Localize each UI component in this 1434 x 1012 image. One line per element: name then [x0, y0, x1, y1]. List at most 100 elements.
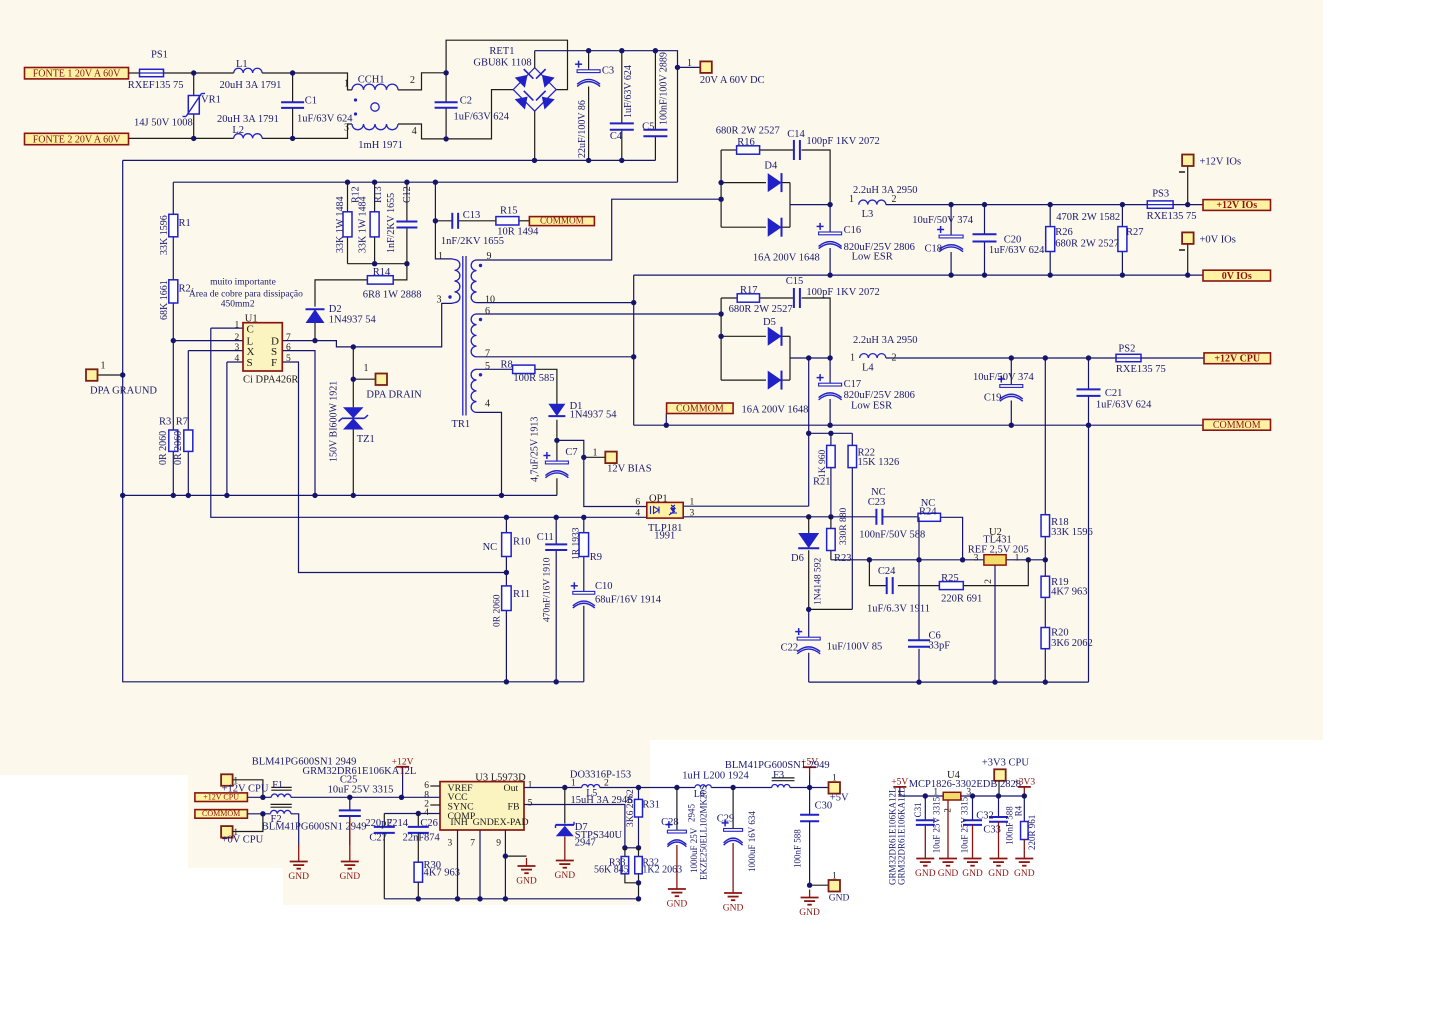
- svg-text:R1: R1: [179, 218, 191, 229]
- svg-text:R22: R22: [858, 448, 876, 459]
- svg-text:C27: C27: [369, 832, 387, 843]
- svg-text:2947: 2947: [575, 838, 596, 849]
- svg-text:680R 2W 2527: 680R 2W 2527: [716, 126, 780, 137]
- svg-text:3: 3: [690, 509, 695, 519]
- svg-text:2.2uH 3A 2950: 2.2uH 3A 2950: [853, 335, 917, 346]
- svg-text:BLM41PG600SN1 2949: BLM41PG600SN1 2949: [725, 760, 830, 771]
- svg-text:C12: C12: [402, 186, 413, 203]
- svg-text:5: 5: [528, 799, 533, 809]
- svg-text:PS2: PS2: [1118, 344, 1135, 355]
- svg-text:820uF/25V 2806: 820uF/25V 2806: [844, 242, 915, 253]
- svg-text:4: 4: [424, 808, 429, 818]
- svg-text:R30: R30: [424, 860, 442, 871]
- svg-text:R2: R2: [179, 284, 191, 295]
- svg-text:820uF/25V 2806: 820uF/25V 2806: [844, 390, 915, 401]
- svg-text:TL431: TL431: [983, 535, 1012, 546]
- svg-text:7: 7: [470, 839, 475, 849]
- svg-text:1: 1: [233, 777, 238, 787]
- svg-text:L1: L1: [236, 59, 248, 70]
- svg-text:PS3: PS3: [1152, 189, 1169, 200]
- svg-text:GND: GND: [288, 872, 309, 882]
- svg-text:1uF/63V 624: 1uF/63V 624: [1096, 399, 1152, 410]
- svg-text:C21: C21: [1105, 388, 1123, 399]
- svg-text:+5V: +5V: [830, 793, 849, 804]
- svg-text:R14: R14: [373, 267, 391, 278]
- svg-text:+12V: +12V: [392, 757, 414, 767]
- svg-text:2: 2: [235, 333, 240, 343]
- svg-text:2: 2: [604, 779, 609, 789]
- svg-text:GND: GND: [1014, 869, 1035, 879]
- svg-text:100pF 1KV 2072: 100pF 1KV 2072: [806, 136, 879, 147]
- svg-text:10: 10: [485, 295, 495, 306]
- svg-text:1000uF 25V: 1000uF 25V: [689, 827, 699, 873]
- svg-text:U1: U1: [245, 314, 258, 325]
- svg-text:C17: C17: [844, 379, 862, 390]
- svg-text:4: 4: [485, 399, 490, 410]
- svg-text:1nF/2KV 1655: 1nF/2KV 1655: [441, 236, 504, 247]
- svg-text:C7: C7: [565, 447, 577, 458]
- svg-text:1: 1: [233, 828, 238, 838]
- svg-text:1R 1933: 1R 1933: [572, 527, 582, 560]
- svg-text:REF 2,5V 205: REF 2,5V 205: [968, 544, 1029, 555]
- svg-text:100R 585: 100R 585: [513, 373, 554, 384]
- svg-text:U3 L5973D: U3 L5973D: [475, 772, 526, 783]
- svg-text:1: 1: [1015, 554, 1020, 564]
- svg-text:NC: NC: [483, 542, 498, 553]
- svg-text:GND: GND: [723, 904, 744, 914]
- svg-text:GND: GND: [962, 869, 983, 879]
- svg-text:+12V CPU: +12V CPU: [222, 784, 269, 795]
- svg-text:C1: C1: [305, 95, 317, 106]
- svg-text:R19: R19: [1051, 577, 1069, 588]
- svg-text:C13: C13: [463, 210, 481, 221]
- svg-text:1: 1: [528, 780, 533, 790]
- svg-text:C22: C22: [781, 642, 799, 653]
- svg-text:TLP181: TLP181: [648, 523, 682, 534]
- svg-text:R32: R32: [642, 858, 659, 869]
- svg-text:FONTE 1 20V A 60V: FONTE 1 20V A 60V: [33, 69, 121, 80]
- svg-text:4: 4: [412, 126, 417, 137]
- svg-text:C23: C23: [868, 497, 886, 508]
- svg-text:10R 1494: 10R 1494: [497, 226, 539, 237]
- svg-text:9: 9: [487, 251, 492, 262]
- svg-text:20V A 60V DC: 20V A 60V DC: [700, 75, 765, 86]
- svg-text:S: S: [247, 357, 253, 369]
- svg-text:2: 2: [892, 353, 897, 364]
- svg-text:1000uF 16V 634: 1000uF 16V 634: [747, 811, 757, 872]
- svg-text:5: 5: [286, 354, 291, 364]
- svg-text:2: 2: [943, 808, 953, 813]
- svg-text:7: 7: [286, 333, 291, 343]
- svg-text:1uF/6.3V 1911: 1uF/6.3V 1911: [867, 604, 930, 615]
- svg-text:GRM32DR61E106KA12L: GRM32DR61E106KA12L: [897, 787, 907, 885]
- svg-text:5: 5: [485, 361, 490, 372]
- svg-text:COMP: COMP: [448, 811, 476, 822]
- svg-text:GND: GND: [829, 894, 850, 904]
- svg-text:SYNC: SYNC: [448, 802, 474, 813]
- svg-text:2.2uH 3A 2950: 2.2uH 3A 2950: [853, 185, 917, 196]
- svg-text:C28: C28: [661, 817, 679, 828]
- svg-text:450mm2: 450mm2: [221, 300, 255, 310]
- svg-text:MCP1826-3302EDB 2828: MCP1826-3302EDB 2828: [909, 779, 1021, 790]
- svg-text:+12V CPU: +12V CPU: [203, 792, 239, 801]
- svg-text:14J 50V 1008: 14J 50V 1008: [134, 117, 193, 128]
- svg-text:F3: F3: [773, 770, 784, 781]
- svg-text:OP1: OP1: [649, 494, 668, 505]
- svg-text:10uF 25V 3315: 10uF 25V 3315: [960, 796, 970, 853]
- svg-text:CCH1: CCH1: [358, 75, 385, 86]
- svg-text:VREF: VREF: [448, 783, 474, 794]
- svg-text:D6: D6: [791, 553, 804, 564]
- svg-text:+12V CPU: +12V CPU: [1214, 354, 1260, 365]
- svg-text:1uF/63V 624: 1uF/63V 624: [989, 245, 1045, 256]
- svg-text:C18: C18: [925, 244, 943, 255]
- svg-text:S: S: [271, 346, 277, 358]
- svg-text:1mH 1971: 1mH 1971: [358, 140, 403, 151]
- svg-text:2945: 2945: [687, 804, 697, 823]
- svg-text:COMMOM: COMMOM: [1213, 420, 1261, 431]
- svg-text:874: 874: [424, 832, 441, 843]
- svg-text:C6: C6: [929, 630, 941, 641]
- svg-text:R8: R8: [501, 360, 513, 371]
- svg-text:R25: R25: [941, 573, 959, 584]
- svg-text:10uF 25V 3315: 10uF 25V 3315: [932, 796, 942, 853]
- svg-text:R21: R21: [813, 477, 831, 488]
- svg-text:100nF/50V 588: 100nF/50V 588: [859, 530, 925, 541]
- svg-text:RXE135 75: RXE135 75: [1147, 211, 1197, 222]
